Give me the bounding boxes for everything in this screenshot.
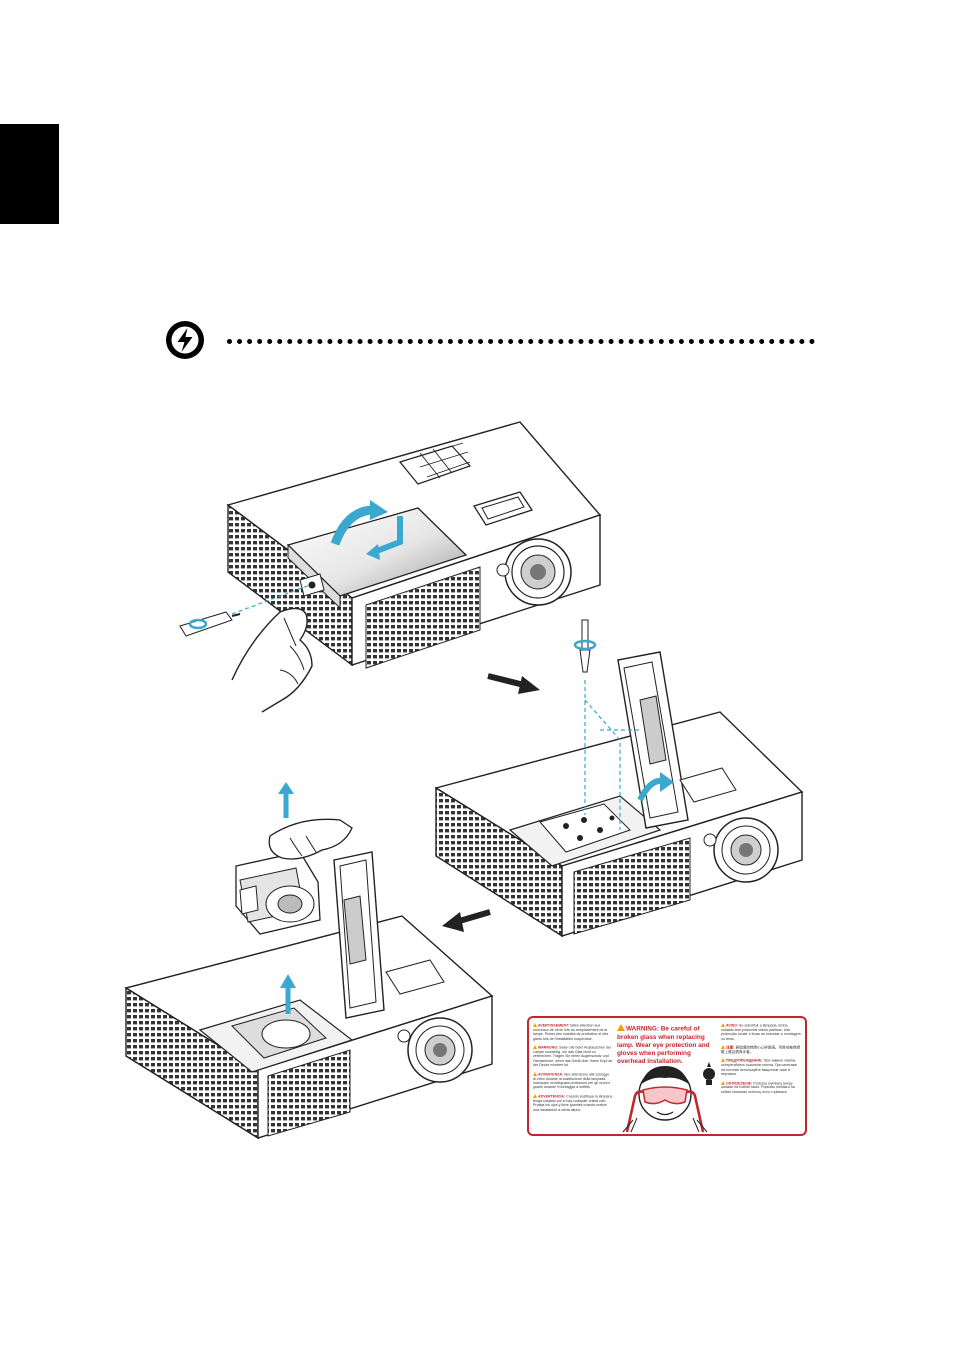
eye-protection-face-icon	[622, 1062, 715, 1133]
warning-triangle-icon	[721, 1058, 725, 1063]
warning-triangle-icon	[721, 1045, 725, 1050]
warning-item-de: WARNUNG: Seien Sie beim Austauschen der …	[533, 1045, 613, 1068]
warning-item-pt: AVISO: Ao substituir a lâmpada, tenha cu…	[721, 1023, 801, 1041]
projector-cover-removal	[179, 421, 602, 713]
warning-label-left-column: AVERTISSEMENT: faites attention aux morc…	[533, 1023, 613, 1116]
warning-label-center: WARNING: Be careful of broken glass when…	[617, 1024, 721, 1066]
warning-item-it: AVVERTENZA: fare attenzione alle schegge…	[533, 1071, 611, 1090]
warning-triangle-icon	[533, 1093, 537, 1098]
warning-triangle-icon	[533, 1023, 537, 1027]
lamp-warning-label: AVERTISSEMENT: faites attention aux morc…	[527, 1016, 807, 1136]
warning-item-fr: AVERTISSEMENT: faites attention aux morc…	[533, 1023, 609, 1041]
warning-headline: WARNING: Be careful of broken glass when…	[617, 1024, 710, 1065]
warning-triangle-icon	[721, 1080, 725, 1085]
chapter-tab	[0, 124, 59, 224]
warning-triangle-icon	[533, 1045, 537, 1050]
warning-item-ru: ПРЕДУПРЕЖДЕНИЕ: При замене лампы остерег…	[721, 1058, 798, 1077]
warning-dotted-rule	[227, 339, 815, 344]
warning-row	[165, 320, 815, 362]
warning-triangle-icon	[533, 1071, 537, 1076]
warning-triangle-icon	[617, 1024, 625, 1031]
lamp-screw-loosening	[434, 619, 804, 938]
lamp-removal	[124, 782, 494, 1140]
warning-item-zh: 注意: 更換燈泡時請小心碎玻璃。吊掛安裝時請戴上護目鏡與手套。	[721, 1045, 801, 1055]
warning-item-pl: OSTRZEŻENIE: Podczas wymiany lampy uważa…	[721, 1080, 795, 1094]
warning-label-right-column: AVISO: Ao substituir a lâmpada, tenha cu…	[721, 1023, 801, 1098]
warning-item-es: ADVERTENCIA: Cuando sustituya la lámpara…	[533, 1093, 613, 1112]
warning-triangle-icon	[721, 1023, 725, 1027]
lightning-warning-icon	[166, 321, 204, 359]
